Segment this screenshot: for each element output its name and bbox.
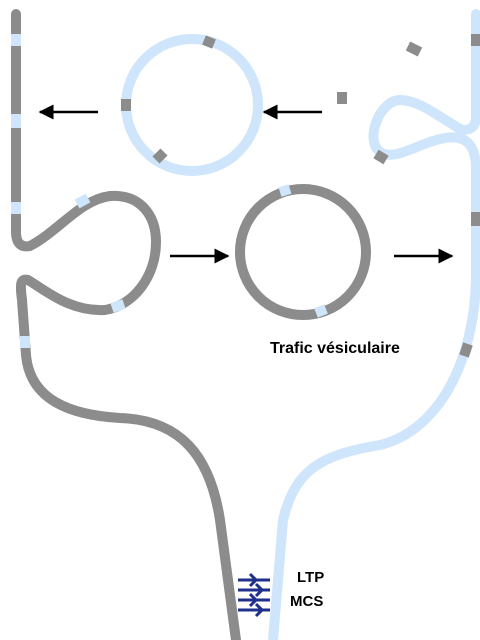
left-gray-membrane — [11, 9, 241, 640]
mcs-label: MCS — [290, 593, 324, 610]
vesicular-traffic-caption: Trafic vésiculaire — [270, 340, 400, 357]
left-membrane-blue-patches — [11, 34, 126, 348]
right-membrane-gray-patches — [337, 34, 480, 358]
vesicle-blue — [121, 34, 263, 176]
ltp-tether-icon — [238, 572, 270, 618]
ltp-label: LTP — [297, 569, 325, 586]
vesicle-blue-gray-patches — [121, 35, 216, 164]
vesicle-gray — [235, 184, 371, 320]
right-blue-membrane — [268, 9, 480, 640]
vesicle-gray-blue-patches — [278, 184, 328, 318]
